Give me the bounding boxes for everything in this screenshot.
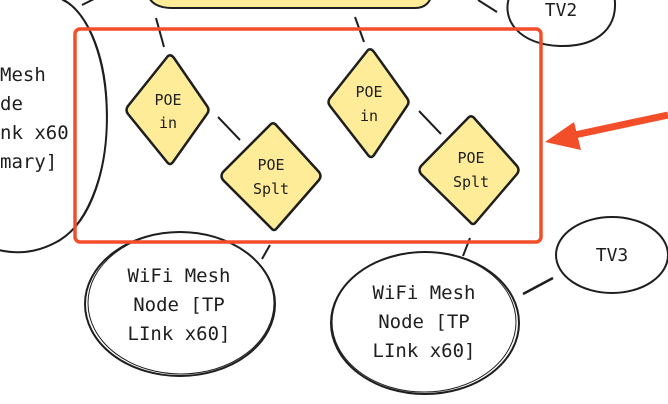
- mesh-node-1-label-2: Node [TP: [133, 294, 225, 316]
- mesh-node-2[interactable]: WiFi Mesh Node [TP LInk x60]: [330, 251, 520, 395]
- mesh-node-2-label-1: WiFi Mesh: [373, 282, 476, 304]
- connector-line: [217, 116, 241, 141]
- poe-in-1-diamond: [125, 54, 210, 166]
- connector-line: [261, 244, 271, 260]
- highlight-arrow: [545, 111, 668, 150]
- poe-splt-node-1[interactable]: POE Splt: [220, 122, 322, 232]
- poe-splt-2-diamond: [418, 115, 520, 226]
- connector-line: [418, 110, 442, 135]
- poe-in-1-label-1: POE: [154, 91, 181, 109]
- poe-splt-1-label-1: POE: [257, 156, 284, 174]
- poe-in-2-label-2: in: [360, 107, 378, 125]
- mesh-node-1-outline-sketch: [87, 231, 275, 375]
- poe-splt-1-diamond: [220, 122, 322, 232]
- mesh-node-2-label-3: LInk x60]: [373, 340, 476, 362]
- poe-splt-1-label-2: Splt: [253, 180, 289, 198]
- poe-splt-2-label-2: Splt: [453, 173, 489, 191]
- connector-line: [522, 276, 554, 296]
- tv3-node[interactable]: TV3: [555, 216, 668, 294]
- primary-mesh-label-1: Mesh: [0, 64, 46, 86]
- mesh-node-2-outline-sketch: [331, 251, 517, 393]
- mesh-node-1-label-3: LInk x60]: [128, 323, 231, 345]
- mesh-node-1-label-1: WiFi Mesh: [128, 265, 231, 287]
- tv3-outline: [555, 216, 668, 294]
- highlight-box: [73, 27, 543, 244]
- tv2-label: TV2: [545, 0, 578, 21]
- connector-line: [81, 0, 95, 6]
- primary-mesh-label-4: mary]: [0, 151, 57, 173]
- tv2-outline: [506, 0, 616, 48]
- tv3-label: TV3: [596, 245, 629, 266]
- arrow-shaft: [569, 111, 668, 140]
- connector-line: [477, 0, 498, 13]
- poe-in-2-diamond: [327, 48, 410, 159]
- tv2-node[interactable]: TV2: [506, 0, 616, 48]
- primary-mesh-outline-sketch: [57, 0, 108, 243]
- primary-mesh-label-2: de: [0, 93, 23, 115]
- connector-line: [155, 17, 165, 48]
- poe-in-node-1[interactable]: POE in: [125, 54, 210, 166]
- top-box[interactable]: [148, 0, 432, 9]
- arrow-head-icon: [545, 122, 581, 150]
- poe-in-1-label-2: in: [159, 114, 177, 132]
- poe-splt-2-label-1: POE: [457, 149, 484, 167]
- poe-in-2-label-1: POE: [355, 83, 382, 101]
- primary-mesh-outline: [0, 0, 108, 254]
- primary-mesh-node[interactable]: Mesh de nk x60 mary]: [0, 0, 108, 254]
- mesh-node-1[interactable]: WiFi Mesh Node [TP LInk x60]: [84, 231, 276, 377]
- primary-mesh-label-3: nk x60: [0, 122, 69, 144]
- poe-splt-node-2[interactable]: POE Splt: [418, 115, 520, 226]
- mesh-node-2-label-2: Node [TP: [378, 311, 470, 333]
- poe-in-node-2[interactable]: POE in: [327, 48, 410, 159]
